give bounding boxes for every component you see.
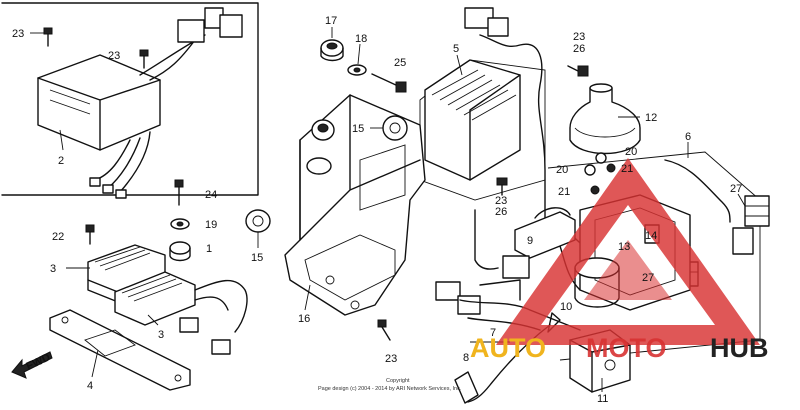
callout-20a: 20 [625, 146, 637, 158]
part-8-terminal[interactable] [454, 371, 479, 404]
callout-19: 19 [205, 219, 217, 231]
watermark-text-auto: AUTO [470, 333, 546, 363]
copyright-line-1: Copyright [386, 378, 410, 384]
part-25-bolt[interactable] [371, 73, 407, 93]
callout-12: 12 [645, 112, 657, 124]
callout-23b: 23 [108, 50, 120, 62]
part-23-bolt-a[interactable] [43, 27, 53, 47]
part-3-ignition-coil-b[interactable] [114, 271, 248, 355]
leader-27a [737, 193, 746, 207]
callout-22: 22 [52, 231, 64, 243]
callout-4: 4 [87, 380, 93, 392]
watermark-triangle [496, 158, 760, 345]
callout-23d: 23 [573, 31, 585, 43]
leader-18 [357, 43, 361, 65]
leader-5 [456, 54, 463, 76]
part-10-connector[interactable] [435, 255, 581, 331]
part-27-connector-a[interactable] [732, 195, 770, 255]
part-23-bolt-c[interactable] [496, 177, 508, 196]
callout-3a: 3 [50, 263, 56, 275]
leader-3b [147, 314, 159, 326]
callout-23c: 23 [495, 195, 507, 207]
callout-1: 1 [206, 243, 212, 255]
callout-7: 7 [490, 327, 496, 339]
part-19-washer[interactable] [170, 218, 190, 230]
watermark-text-moto: MOTO [586, 333, 667, 363]
part-18-washer[interactable] [347, 64, 367, 76]
callout-3b: 3 [158, 329, 164, 341]
part-4-mounting-plate[interactable] [49, 309, 191, 391]
part-20-clip-a[interactable] [595, 152, 607, 164]
callout-8: 8 [463, 352, 469, 364]
callout-16: 16 [298, 313, 310, 325]
part-1-collar[interactable] [169, 241, 191, 262]
callout-2: 2 [58, 155, 64, 167]
part-21-screw-a[interactable] [606, 163, 616, 173]
callout-23e: 23 [385, 353, 397, 365]
callout-25: 25 [394, 57, 406, 69]
part-21-screw-b[interactable] [590, 185, 600, 195]
callout-26b: 26 [573, 43, 585, 55]
leader-4 [91, 349, 99, 378]
callout-13: 13 [618, 241, 630, 253]
part-22-bolt[interactable] [85, 224, 95, 245]
callout-26a: 26 [495, 206, 507, 218]
part-23-bolt-e[interactable] [377, 319, 391, 341]
watermark-logo: AUTO MOTO HUB [470, 158, 769, 363]
part-23-bolt-d[interactable] [567, 65, 589, 77]
part-12-cap[interactable] [569, 83, 641, 155]
fwd-label: FWD [24, 351, 52, 372]
callout-5: 5 [453, 43, 459, 55]
fwd-direction-arrow [11, 351, 53, 379]
callout-27b: 27 [642, 272, 654, 284]
frame-top-left [1, 2, 259, 196]
callout-11: 11 [597, 393, 608, 405]
leader-2 [59, 129, 64, 151]
callout-15b: 15 [251, 252, 263, 264]
callout-20b: 20 [556, 164, 568, 176]
callout-15a: 15 [352, 123, 364, 135]
callout-10: 10 [560, 301, 572, 313]
callout-24: 24 [205, 189, 217, 201]
callout-17: 17 [325, 15, 337, 27]
watermark-text-hub: HUB [710, 333, 769, 363]
callout-27a: 27 [730, 183, 742, 195]
part-24-bolt[interactable] [174, 179, 184, 206]
callout-14: 14 [645, 230, 657, 242]
copyright-line-2: Page design (c) 2004 - 2014 by ARI Netwo… [318, 386, 462, 392]
callout-6: 6 [685, 131, 691, 143]
part-17-rubber-mount[interactable] [320, 39, 344, 62]
callout-21b: 21 [558, 186, 570, 198]
leader-16 [304, 284, 311, 311]
part-5-regulator-rectifier[interactable] [424, 7, 546, 266]
part-20-clip-b[interactable] [584, 164, 596, 176]
callout-18: 18 [355, 33, 367, 45]
callout-21a: 21 [621, 163, 633, 175]
part-16-mounting-bracket[interactable] [284, 94, 426, 316]
callout-23a: 23 [12, 28, 24, 40]
part-2-cdi-unit[interactable] [37, 7, 243, 199]
part-15-rubber-mount[interactable] [245, 209, 271, 233]
part-23-bolt-b[interactable] [139, 49, 149, 69]
callout-9: 9 [527, 235, 533, 247]
